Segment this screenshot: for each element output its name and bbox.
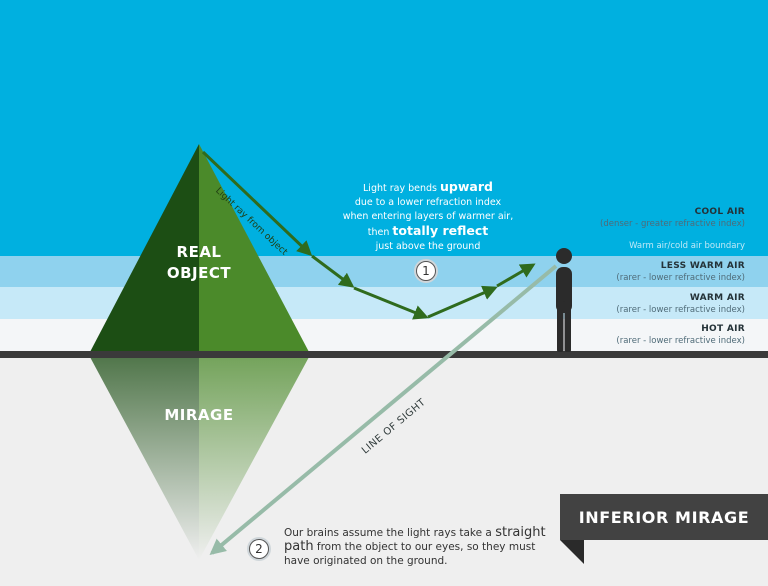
layer-title-hot-air: HOT AIR bbox=[701, 324, 745, 334]
caption-emph-straight-path: straight path bbox=[284, 525, 546, 554]
real-object-label: REAL OBJECT bbox=[144, 242, 254, 284]
light-ray-segment bbox=[201, 150, 313, 257]
note-line5: just above the ground bbox=[375, 241, 481, 252]
mirage-left-face bbox=[90, 357, 199, 560]
line-of-sight bbox=[209, 264, 558, 556]
note-emph-totally-reflect: totally reflect bbox=[392, 223, 489, 238]
note-line4-prefix: then bbox=[367, 227, 393, 238]
note-line3: when entering layers of warmer air, bbox=[342, 211, 514, 222]
mirage-right-face bbox=[199, 357, 309, 560]
observer-person-icon bbox=[556, 248, 572, 352]
layer-desc-warm-air: (rarer - lower refractive index) bbox=[616, 305, 745, 315]
inferior-mirage-banner: INFERIOR MIRAGE bbox=[560, 494, 768, 540]
layer-desc-hot-air: (rarer - lower refractive index) bbox=[616, 336, 745, 346]
refraction-note: Light ray bends upward due to a lower re… bbox=[328, 180, 528, 254]
cool-air-layer bbox=[0, 0, 768, 256]
warm-cold-boundary-label: Warm air/cold air boundary bbox=[629, 241, 745, 251]
layer-desc-cool-air: (denser - greater refractive index) bbox=[600, 219, 745, 229]
mirage-label: MIRAGE bbox=[164, 406, 234, 424]
brain-assumption-caption: Our brains assume the light rays take a … bbox=[284, 526, 554, 568]
light-ray-segment bbox=[427, 285, 498, 319]
note-line2: due to a lower refraction index bbox=[354, 197, 502, 208]
light-ray-segment bbox=[496, 263, 536, 288]
banner-fold bbox=[560, 540, 584, 564]
step-1-badge: 1 bbox=[416, 261, 436, 281]
pyramid-dark-face bbox=[90, 144, 199, 352]
pyramid-light-face bbox=[199, 144, 309, 352]
layer-desc-less-warm-air: (rarer - lower refractive index) bbox=[616, 273, 745, 283]
light-ray-segment bbox=[311, 254, 355, 288]
real-object-label-line1: REAL bbox=[176, 243, 222, 261]
note-emph-upward: upward bbox=[440, 179, 493, 194]
layer-title-less-warm-air: LESS WARM AIR bbox=[660, 261, 745, 271]
light-ray-segment bbox=[353, 286, 429, 320]
ground-line bbox=[0, 351, 768, 358]
layer-title-warm-air: WARM AIR bbox=[689, 293, 745, 303]
light-ray-path bbox=[201, 150, 536, 320]
note-line1-prefix: Light ray bends bbox=[363, 183, 441, 194]
caption-part1: Our brains assume the light rays take a bbox=[284, 527, 496, 539]
caption-part2: from the object to our eyes, so they mus… bbox=[284, 541, 536, 567]
step-2-badge: 2 bbox=[249, 539, 269, 559]
real-object-label-line2: OBJECT bbox=[166, 264, 232, 282]
layer-title-cool-air: COOL AIR bbox=[694, 207, 745, 217]
